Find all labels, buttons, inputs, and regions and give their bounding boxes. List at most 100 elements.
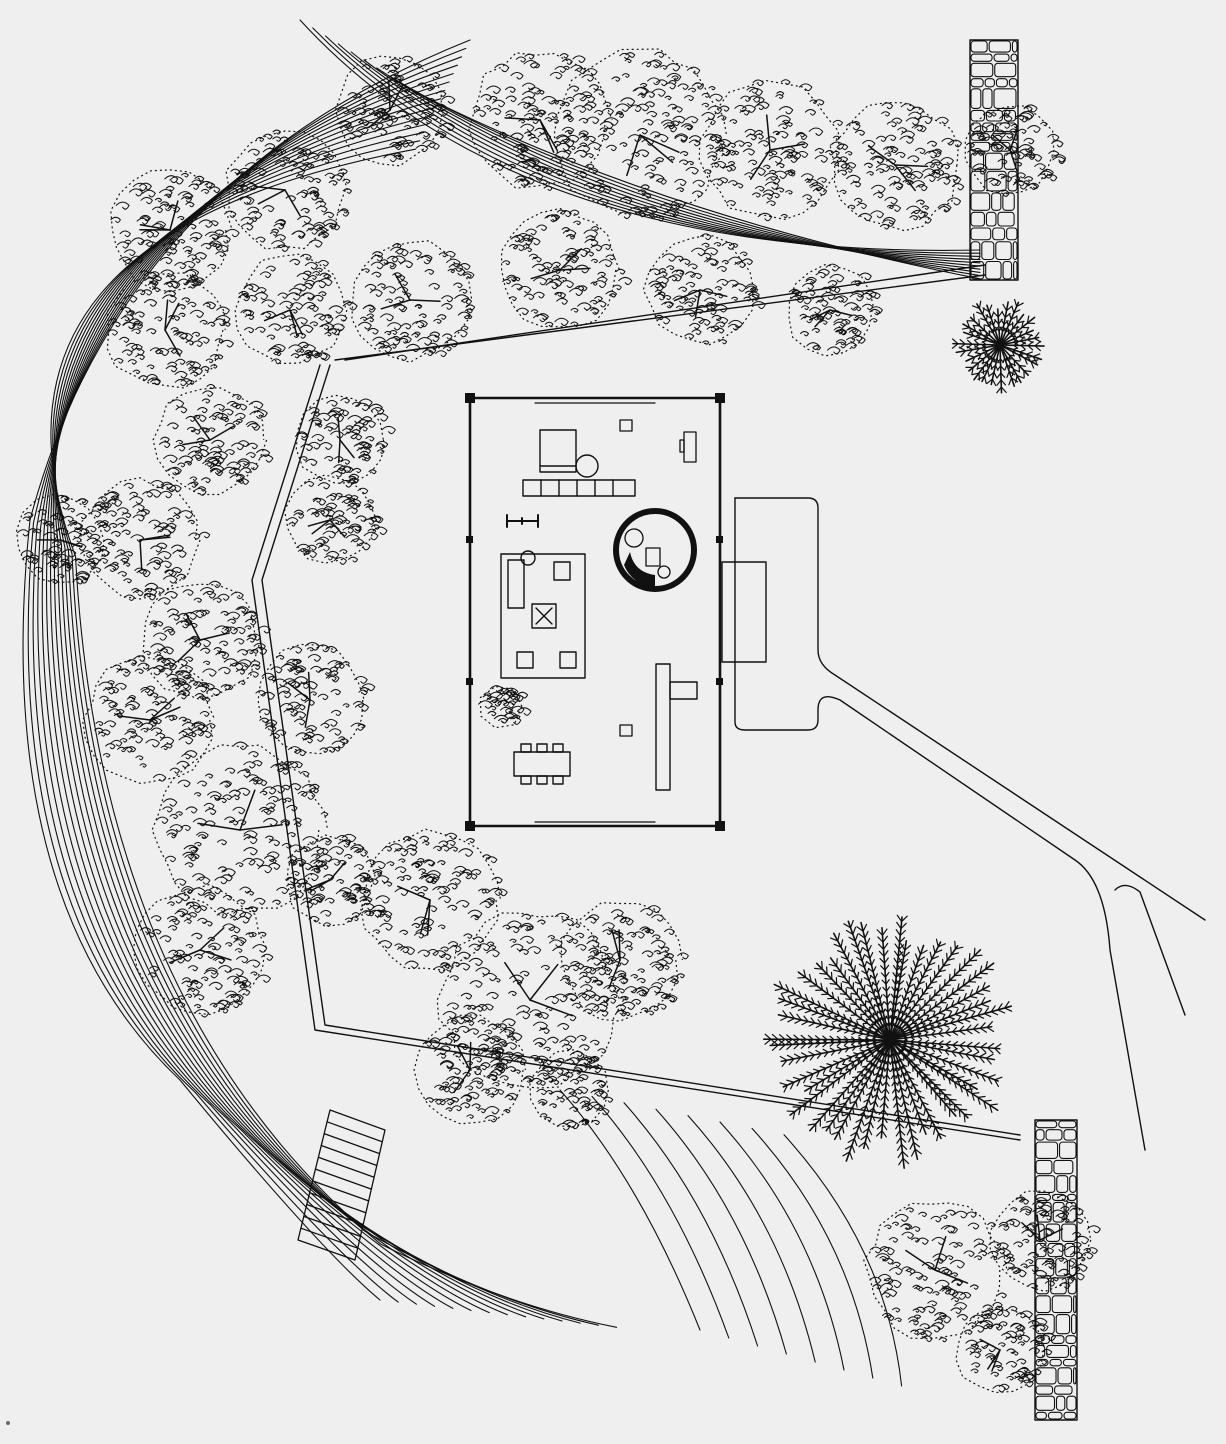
canopy-scribble xyxy=(94,655,221,782)
tree-branch xyxy=(894,164,916,192)
tree-branch xyxy=(239,823,283,831)
tree-canopy xyxy=(829,101,965,232)
canopy-edge xyxy=(132,883,269,1016)
stone xyxy=(1046,1344,1070,1358)
conifer-branch xyxy=(845,1039,891,1162)
tree-branch xyxy=(199,632,230,641)
contour-line xyxy=(687,1115,816,1363)
stair-tread xyxy=(320,1144,378,1167)
stone xyxy=(1035,1120,1058,1129)
stone xyxy=(991,192,1002,211)
canopy-edge xyxy=(413,1014,526,1125)
tree-branch xyxy=(304,699,311,728)
stone xyxy=(1035,1175,1056,1193)
tree-canopy xyxy=(955,1305,1056,1394)
canopy-edge xyxy=(560,902,683,1022)
stone xyxy=(970,241,981,261)
canopy-scribble xyxy=(560,905,689,1017)
conifer-branch xyxy=(981,344,1001,383)
stone xyxy=(1072,1367,1077,1385)
tree-branch xyxy=(639,134,674,164)
stone xyxy=(970,227,992,241)
canopy-scribble xyxy=(359,832,508,974)
stone xyxy=(1059,1141,1077,1159)
stone xyxy=(992,227,1006,241)
stone xyxy=(1035,1258,1055,1277)
tree-canopy xyxy=(234,253,358,365)
contour-line xyxy=(53,131,581,1324)
tree-canopy xyxy=(151,741,332,917)
tree-branch xyxy=(905,1249,936,1271)
tree-branch xyxy=(177,639,201,662)
stone xyxy=(1035,1395,1056,1411)
conifer-branch xyxy=(999,313,1025,346)
canopy-scribble xyxy=(472,53,619,191)
stone xyxy=(1057,1367,1073,1385)
stone xyxy=(1008,78,1018,88)
stone xyxy=(970,109,986,122)
canopy-edge xyxy=(989,1190,1092,1293)
tree-branch xyxy=(239,789,256,831)
stone xyxy=(1035,1277,1050,1295)
stone xyxy=(985,152,1003,170)
tree-branch xyxy=(199,927,225,951)
stone xyxy=(1011,40,1018,53)
tree-branch xyxy=(539,119,555,153)
stair-tread xyxy=(323,1132,381,1155)
tree-branch xyxy=(809,309,831,321)
desk-icon xyxy=(679,431,697,463)
contour-line xyxy=(325,35,981,257)
conifer-branch xyxy=(965,344,1001,362)
tree-canopy xyxy=(294,394,396,488)
stone xyxy=(988,40,1011,53)
tree-canopy xyxy=(863,1202,1015,1343)
stone xyxy=(970,53,993,62)
contour-line xyxy=(299,19,981,251)
tree-canopy xyxy=(359,828,508,974)
stone xyxy=(1035,1344,1046,1358)
stone xyxy=(1055,1395,1066,1411)
tree-branch xyxy=(1021,1222,1041,1241)
stair-tread xyxy=(308,1192,367,1214)
contour-line xyxy=(350,51,981,264)
lamp-icon xyxy=(506,514,539,528)
contour-line xyxy=(312,27,981,254)
stone xyxy=(1013,260,1018,280)
stone xyxy=(991,141,1011,152)
tree-canopy xyxy=(351,240,476,363)
canopy-scribble xyxy=(294,397,396,488)
stair-tread xyxy=(326,1121,383,1143)
stone xyxy=(1014,133,1018,141)
paper-speck xyxy=(6,1421,10,1425)
conifer-branch xyxy=(889,1039,996,1061)
tree-branch xyxy=(263,309,291,322)
stone xyxy=(1069,1344,1077,1358)
canopy-scribble xyxy=(82,480,211,601)
stone xyxy=(1010,53,1018,62)
contour-line xyxy=(54,106,527,1318)
tree-branch xyxy=(979,1338,1001,1351)
tree-branch xyxy=(934,1269,969,1284)
canopy-edge xyxy=(501,207,621,328)
nightstand-icon xyxy=(619,419,633,432)
canopy-edge xyxy=(80,477,201,600)
stone xyxy=(994,62,1017,78)
stone xyxy=(986,170,1007,192)
tree-branch xyxy=(164,299,169,331)
tree-branch xyxy=(867,145,896,166)
stone xyxy=(970,133,990,141)
stone xyxy=(993,88,1017,109)
canopy-scribble xyxy=(963,1305,1056,1393)
conifer-branch xyxy=(999,344,1003,394)
stone xyxy=(995,122,1017,133)
canopy-edge xyxy=(15,493,105,584)
stone xyxy=(1002,260,1013,280)
tree-branch xyxy=(504,961,531,1001)
conifer-branch xyxy=(889,1039,978,1090)
stone xyxy=(1035,1129,1045,1141)
canopy-scribble xyxy=(159,384,274,496)
stone xyxy=(1047,1242,1064,1258)
tree-branch xyxy=(284,189,301,217)
stone xyxy=(970,192,991,211)
tree-branch xyxy=(559,248,583,271)
